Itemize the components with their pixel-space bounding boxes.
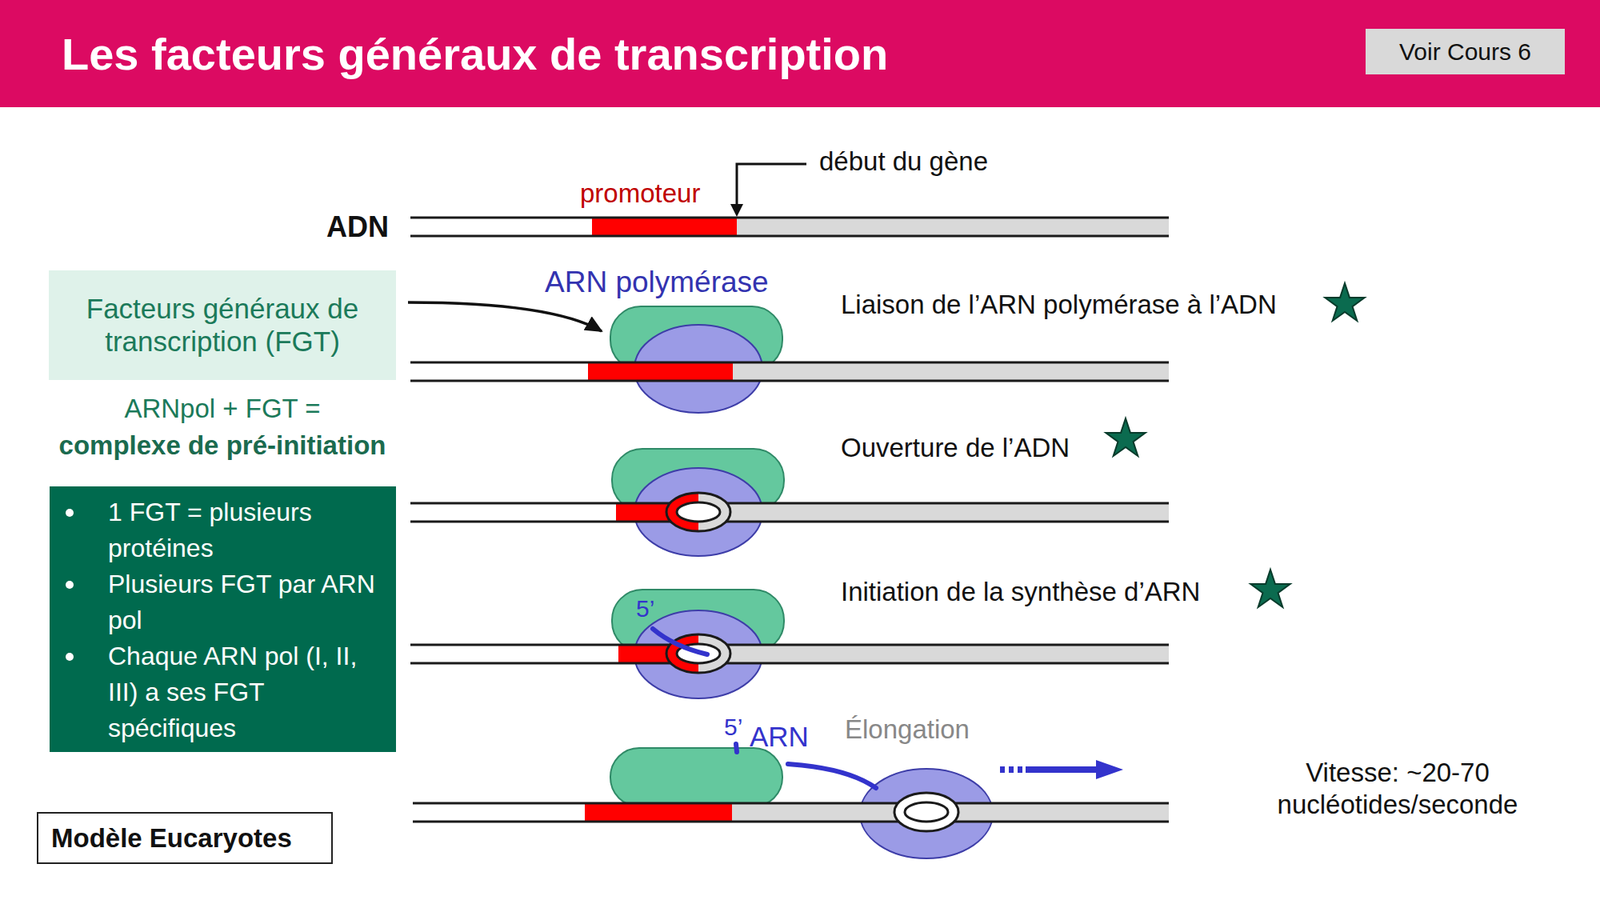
bullet-item: Chaque ARN pol (I, II, III) a ses FGT sp… [49, 638, 384, 747]
fgt-arrow [408, 302, 602, 332]
five-prime-label: 5’ [636, 594, 655, 624]
step-label: Liaison de l’ARN polymérase à l’ADN [840, 288, 1277, 321]
node-text: Voir Cours 6 [1399, 38, 1532, 66]
step-label: Élongation [844, 713, 970, 746]
bullet-item: 1 FGT = plusieurs protéines [49, 494, 384, 567]
step-label: Initiation de la synthèse d’ARN [840, 576, 1200, 608]
polymerase-label: ARN polymérase [544, 264, 769, 300]
speed-note: Vitesse: ~20-70 nucléotides/seconde [1261, 756, 1534, 820]
dna-opening [410, 418, 1169, 556]
model-tag: Modèle Eucaryotes [36, 812, 333, 864]
node-text: Facteurs généraux de transcription (FGT) [80, 292, 364, 358]
bullet-dot [65, 508, 74, 517]
gene-start-label: début du gène [819, 145, 988, 178]
rna-label: ARN [749, 720, 809, 754]
dna-label: ADN [326, 209, 389, 244]
reference-tag: Voir Cours 6 [1365, 28, 1565, 75]
polymerase-binding [410, 283, 1365, 413]
bullet-text: 1 FGT = plusieurs protéines [108, 497, 312, 563]
dna-row-1 [410, 164, 1169, 236]
definition-box: Facteurs généraux de transcription (FGT) [48, 270, 396, 380]
elongation [412, 744, 1169, 859]
five-prime-label: 5’ [724, 712, 743, 742]
bullet-text: Plusieurs FGT par ARN pol [108, 569, 376, 635]
bullet-dot [65, 580, 74, 589]
bullet-box: 1 FGT = plusieurs protéinesPlusieurs FGT… [49, 486, 396, 752]
node-text: Modèle Eucaryotes [51, 823, 292, 854]
bullet-item: Plusieurs FGT par ARN pol [49, 566, 384, 639]
bullet-dot [65, 652, 74, 661]
bullet-text: Chaque ARN pol (I, II, III) a ses FGT sp… [108, 641, 357, 743]
equation-label: ARNpol + FGT = [124, 392, 320, 425]
rna-initiation [410, 569, 1291, 699]
slide-title: Les facteurs généraux de transcription [61, 28, 888, 80]
step-label: Ouverture de l’ADN [840, 432, 1070, 464]
promoter-label: promoteur [580, 177, 700, 210]
complex-label: complexe de pré-initiation [59, 429, 387, 462]
